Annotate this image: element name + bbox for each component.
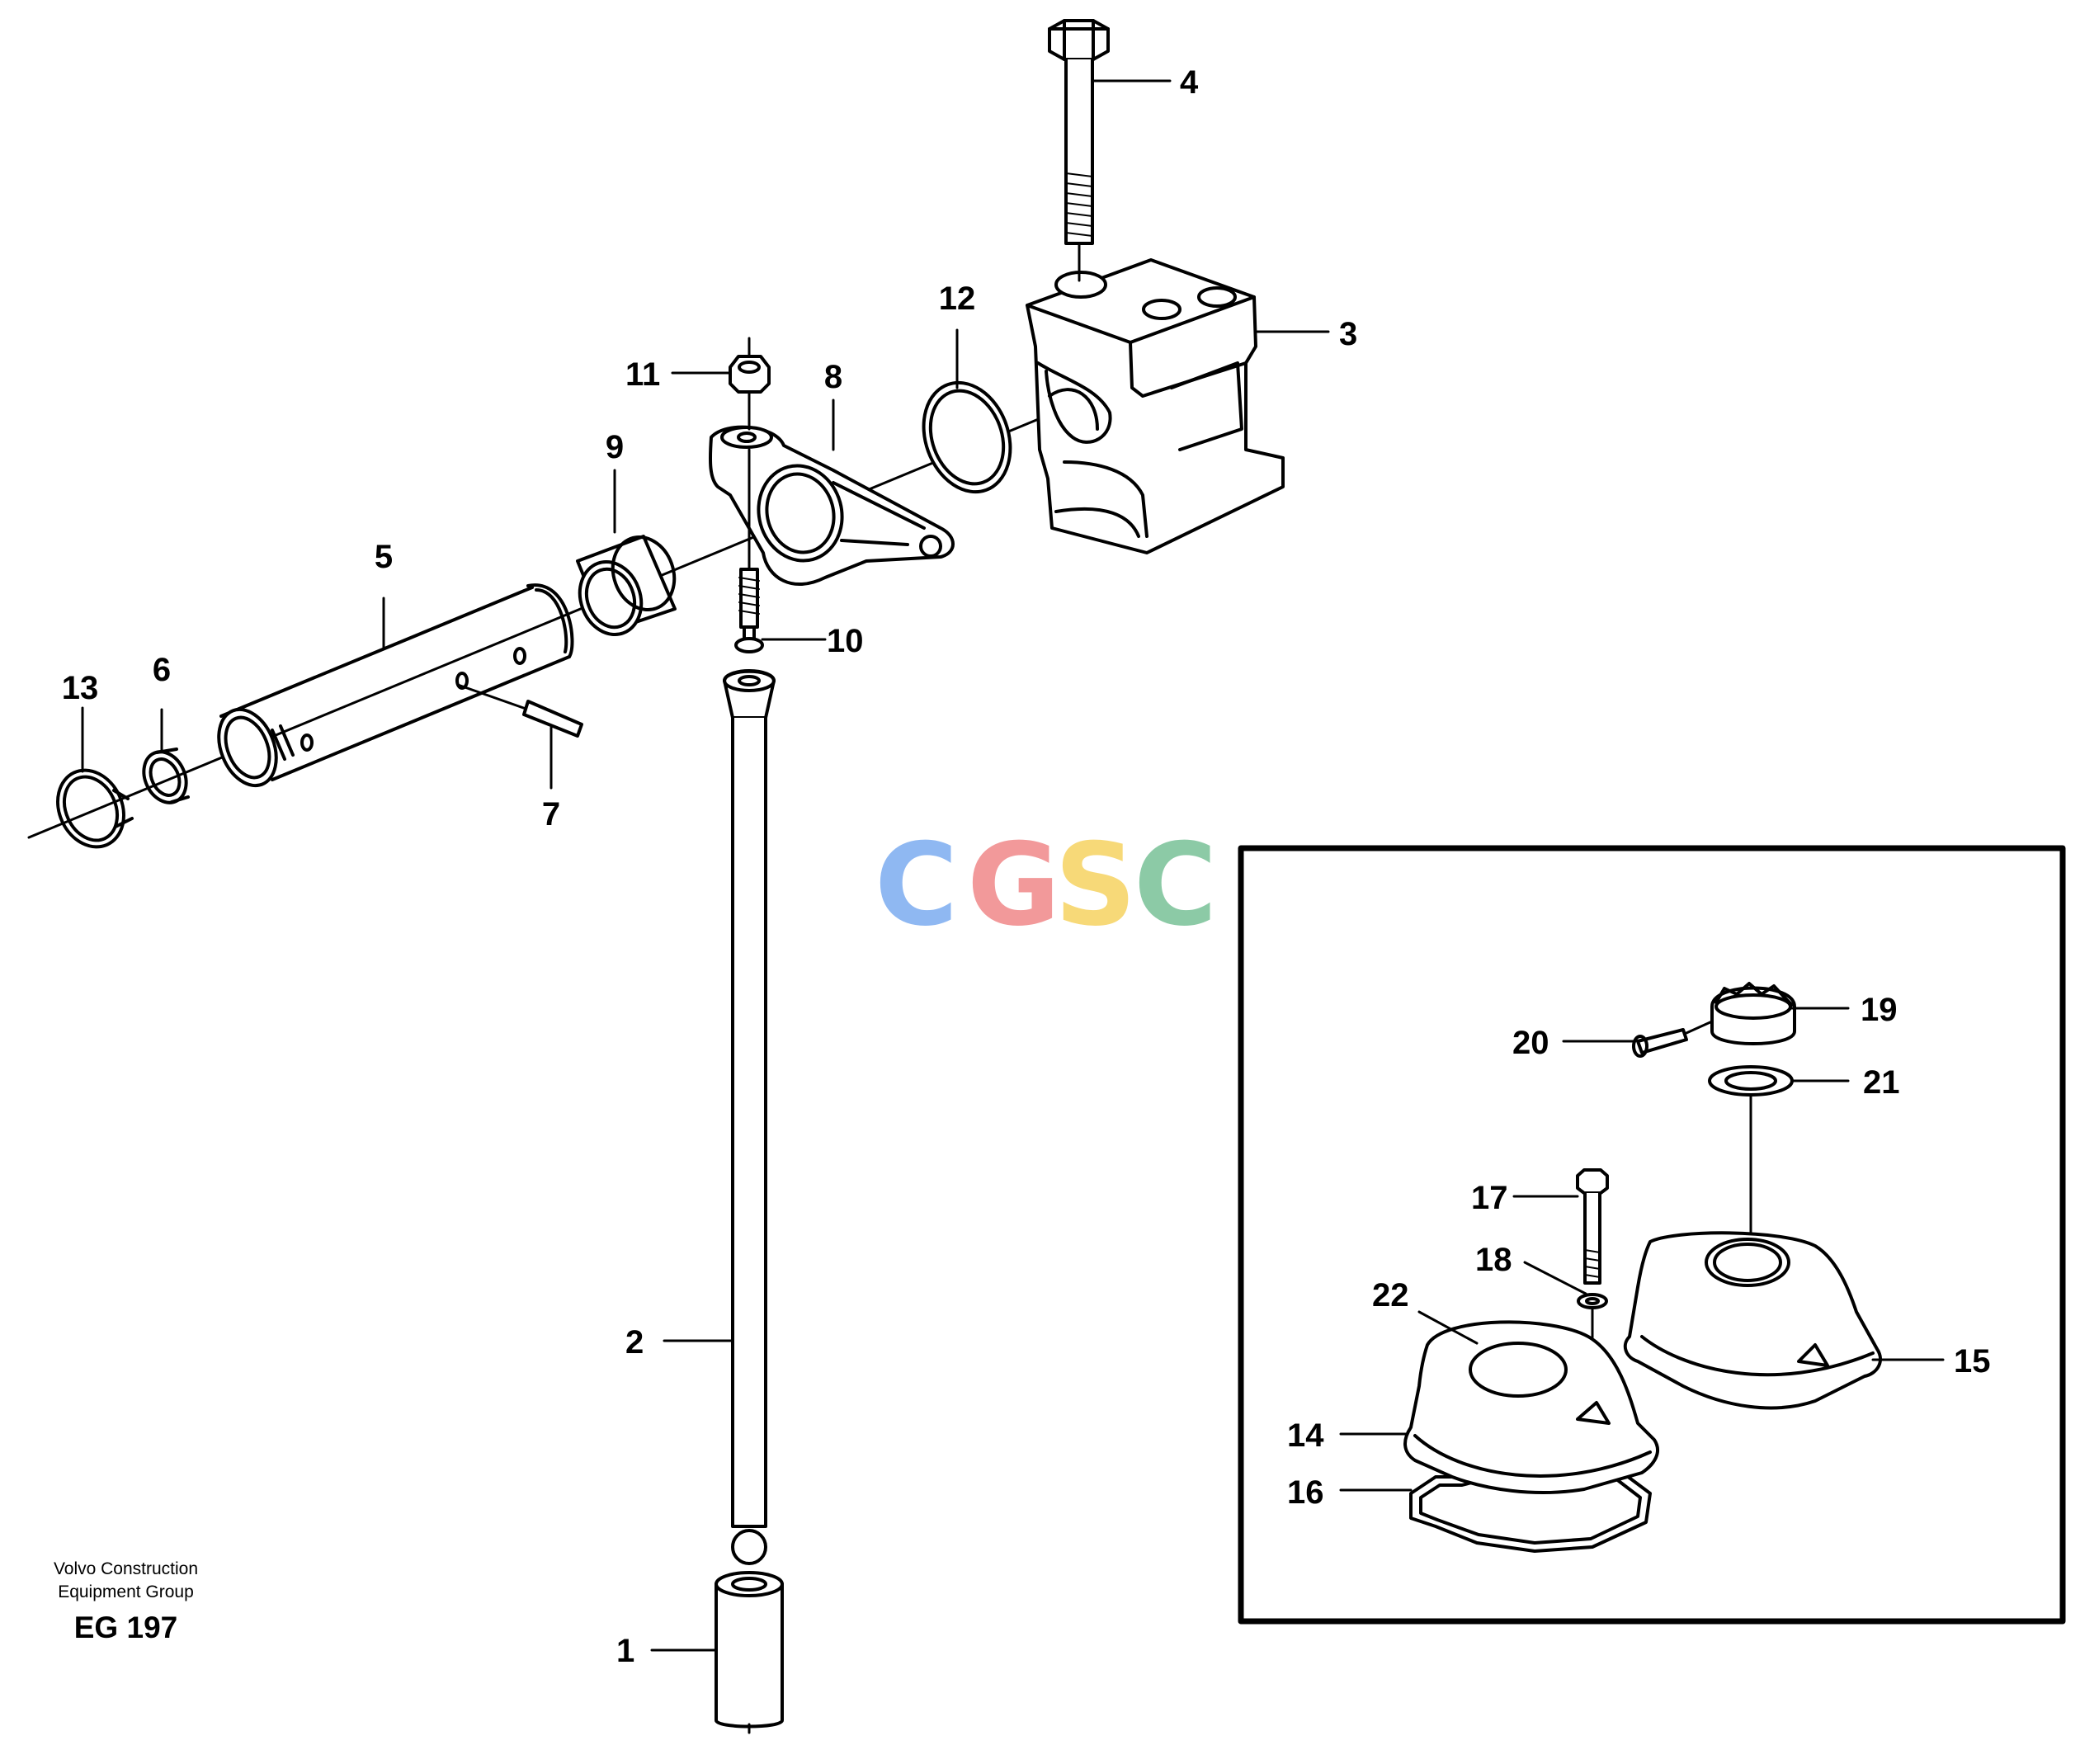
part-9-bushing (576, 535, 677, 637)
footer-company: Volvo Construction Equipment Group (0, 1558, 252, 1604)
callout-6: 6 (153, 652, 171, 688)
footer-company-line-1: Volvo Construction (53, 1559, 199, 1578)
callout-10: 10 (827, 623, 864, 659)
part-15-valve-cover (1623, 1231, 1882, 1410)
part-12-o-ring (922, 380, 1012, 494)
callout-12: 12 (939, 281, 976, 317)
callout-14: 14 (1287, 1417, 1324, 1454)
callout-9: 9 (606, 429, 624, 465)
part-13-circlip (56, 768, 134, 849)
callout-7: 7 (542, 796, 560, 832)
part-14-valve-cover (1403, 1320, 1659, 1494)
callout-20: 20 (1512, 1025, 1549, 1061)
part-3-rocker-bracket (1026, 258, 1285, 554)
watermark-letter-3: S (1054, 818, 1136, 951)
part-2-push-rod (723, 669, 776, 1565)
inset-box (1238, 845, 2066, 1625)
part-21-washer (1708, 1065, 1794, 1239)
callout-17: 17 (1471, 1180, 1508, 1216)
callout-18: 18 (1475, 1242, 1512, 1278)
part-10-adjusting-screw (734, 448, 764, 653)
callout-labels: 1 2 3 4 5 6 7 8 9 10 11 12 13 14 15 16 1… (62, 64, 1991, 1669)
callout-11: 11 (625, 356, 660, 393)
callout-21: 21 (1863, 1064, 1900, 1101)
footer-company-line-2: Equipment Group (58, 1582, 194, 1601)
part-20-screw (1632, 1020, 1714, 1058)
part-17-bolt (1576, 1168, 1609, 1285)
part-11-nut (729, 337, 771, 431)
callout-22: 22 (1372, 1277, 1409, 1314)
leader-lines (81, 79, 1945, 1652)
watermark-letter-2: G (967, 818, 1060, 951)
callout-8: 8 (824, 359, 842, 395)
callout-13: 13 (62, 670, 99, 706)
part-1-tappet (715, 1571, 784, 1734)
assembly-axis-line (27, 407, 1066, 839)
part-4-bolt (1048, 19, 1110, 282)
watermark-letter-4: C (1134, 818, 1217, 951)
part-5-rocker-shaft (217, 583, 574, 788)
callout-2: 2 (625, 1324, 644, 1361)
callout-16: 16 (1287, 1474, 1324, 1511)
callout-15: 15 (1954, 1343, 1991, 1380)
callout-3: 3 (1339, 316, 1357, 352)
footer-diagram-code: EG 197 (73, 1611, 178, 1644)
part-6-ring (142, 748, 190, 804)
part-19-filler-cap (1710, 982, 1796, 1045)
part-7-pin (456, 683, 583, 785)
callout-4: 4 (1180, 64, 1199, 101)
part-8-rocker-arm (708, 425, 955, 587)
callout-5: 5 (375, 539, 393, 575)
callout-1: 1 (616, 1633, 634, 1669)
callout-19: 19 (1861, 992, 1898, 1028)
watermark-letter-1: C (875, 818, 958, 951)
watermark: C G S C (875, 818, 1217, 951)
